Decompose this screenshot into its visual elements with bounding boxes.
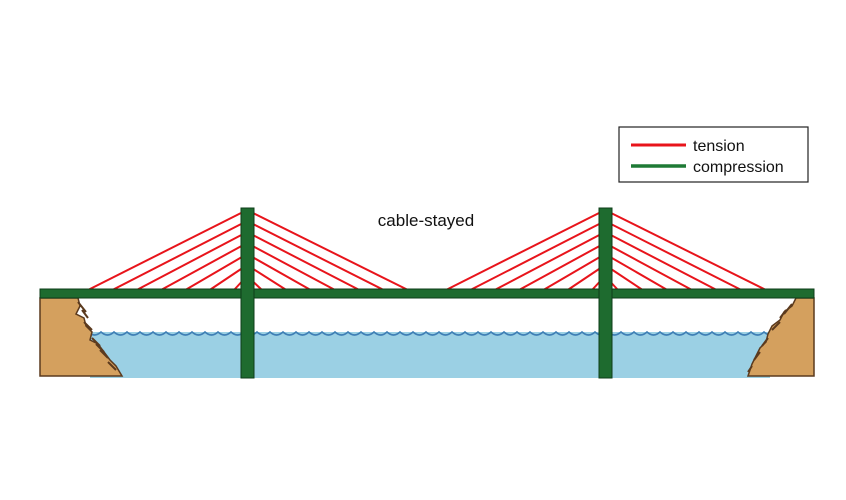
cable-right-tower-west-2 (469, 220, 606, 291)
cable-right-tower-east-5 (604, 253, 668, 291)
river-water (90, 332, 770, 378)
legend-box (618, 126, 809, 183)
cable-right-tower-west-4 (518, 242, 606, 291)
legend: tension compression (618, 126, 809, 183)
bridge-tower-left (240, 207, 255, 379)
cable-left-tower-west-4 (160, 242, 248, 291)
cable-right-tower-east-3 (604, 231, 718, 291)
cable-right-tower-east-1 (604, 209, 767, 291)
left-riverbank (39, 297, 124, 377)
left-riverbank-rock-detail (77, 301, 117, 371)
right-riverbank-rock-detail (747, 303, 793, 373)
cable-left-tower-west-5 (184, 253, 248, 291)
cable-right-tower-west-3 (494, 231, 606, 291)
cable-left-tower-east-4 (246, 242, 336, 291)
cable-left-tower-west-2 (111, 220, 248, 291)
cable-left-tower-east-1 (246, 209, 409, 291)
water-waves (87, 330, 778, 336)
cable-right-tower-west-1 (445, 209, 606, 291)
bridge-tower-right (598, 207, 613, 379)
cable-left-tower-east-2 (246, 220, 385, 291)
cable-left-tower-east-3 (246, 231, 360, 291)
cable-left-tower-west-1 (87, 209, 248, 291)
cable-left-tower-west-3 (136, 231, 248, 291)
legend-tension-label: tension (693, 138, 745, 155)
cable-right-tower-east-4 (604, 242, 693, 291)
diagram-title: cable-stayed (378, 211, 474, 230)
bridge-deck (39, 288, 815, 299)
cable-right-tower-west-5 (542, 253, 606, 291)
cable-left-tower-east-5 (246, 253, 312, 291)
cable-right-tower-east-2 (604, 220, 742, 291)
legend-compression-label: compression (693, 159, 784, 176)
